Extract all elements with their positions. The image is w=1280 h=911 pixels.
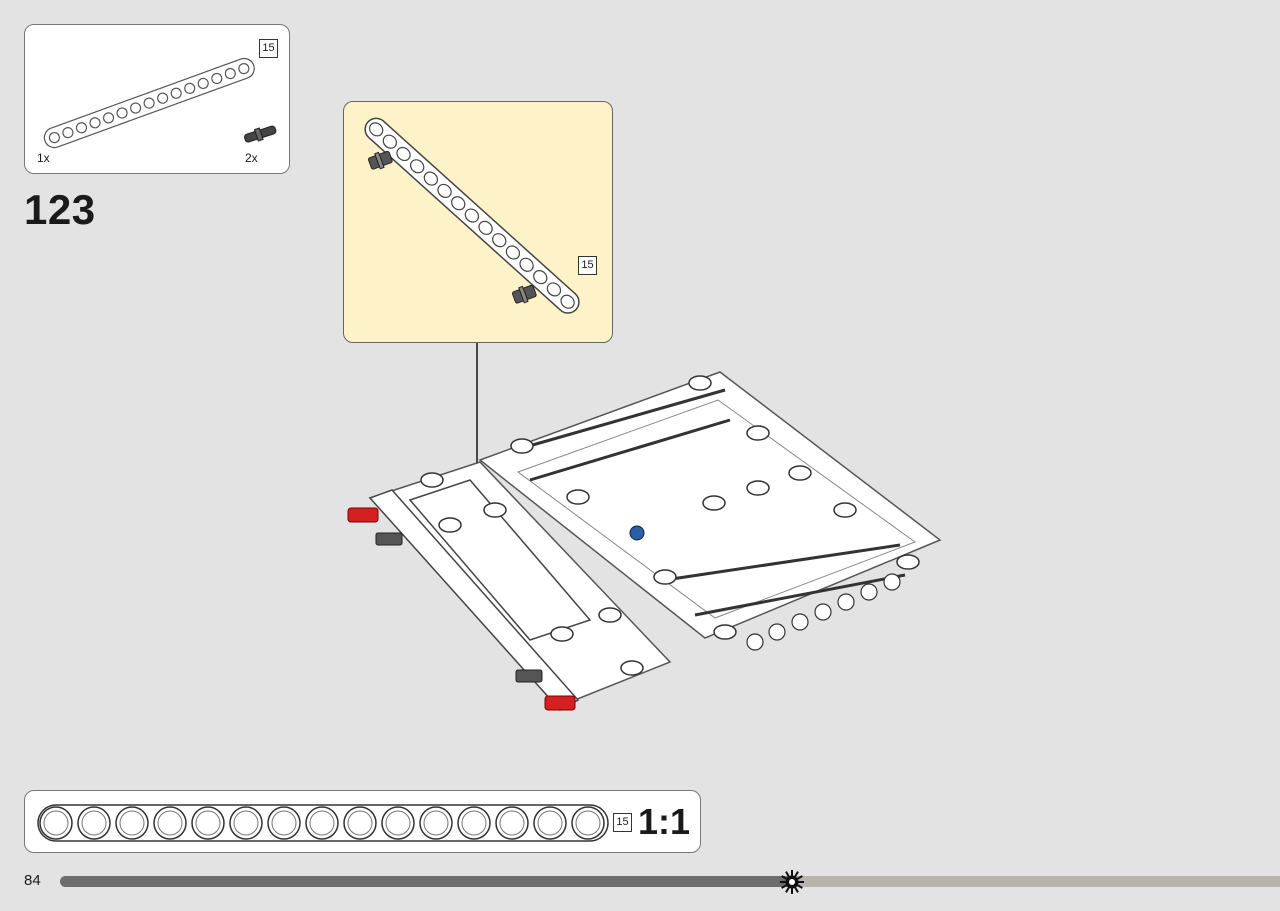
one-to-one-ruler: 15 1:1 [24,790,701,853]
beam-hole [382,134,398,149]
ruler-hole [81,810,107,836]
beam-hole [143,97,155,109]
beam-hole [560,294,575,309]
ruler-hole [157,810,183,836]
beam-hole [478,220,493,235]
beam-hole [197,77,209,90]
beam-15-full-scale-icon [37,804,609,842]
beam-hole [519,257,534,272]
ruler-hole [347,810,373,836]
ruler-hole [233,810,259,836]
beam-hole [170,87,182,99]
beam-hole [505,245,521,260]
beam-hole [224,67,236,80]
beam-hole [116,107,128,119]
beam-hole [211,72,223,85]
beam-hole [410,159,425,174]
progress-fill [60,876,792,887]
ruler-length-tag: 15 [613,813,632,832]
beam-hole [369,122,384,137]
beam-hole [48,131,60,144]
pin-icon [244,125,277,143]
ruler-hole [195,810,221,836]
ruler-hole [423,810,449,836]
beam-hole [437,183,452,198]
beam-hole [396,146,411,162]
step-number: 123 [24,186,96,233]
red-pin-icon [347,507,576,711]
ruler-hole [119,810,145,836]
ruler-hole [461,810,487,836]
beam-qty: 1x [37,151,50,165]
ruler-hole [499,810,525,836]
beam-hole [157,92,169,104]
beam-hole [75,122,88,134]
model-assembly-illustration [347,371,942,711]
beam-hole [184,82,196,94]
scale-label: 1:1 [637,801,690,842]
pin-qty: 2x [245,151,258,165]
beam-hole [102,112,115,124]
ruler-hole [309,810,335,836]
beam-with-pins-icon [364,117,580,314]
beam-hole [533,270,548,285]
beam-hole [89,117,101,129]
beam-hole [492,233,507,248]
beam-hole [451,196,466,211]
page-number: 84 [24,872,41,889]
ruler-hole [43,810,69,836]
sub-assembly-callout: 15 [343,101,613,343]
beam-hole [546,282,562,297]
beam-length-tag: 15 [259,39,278,58]
beam-hole [464,208,480,223]
ruler-hole [575,810,601,836]
ruler-hole [385,810,411,836]
beam-15-icon [43,57,255,149]
beam-hole [62,127,74,139]
beam-hole [423,171,439,186]
ruler-hole [537,810,563,836]
parts-list-box: 1x 15 2x [24,24,290,174]
beam-hole [238,63,250,75]
callout-length-tag: 15 [578,256,597,275]
ruler-hole [271,810,297,836]
beam-hole [129,102,142,114]
progress-gear-icon [780,870,804,894]
